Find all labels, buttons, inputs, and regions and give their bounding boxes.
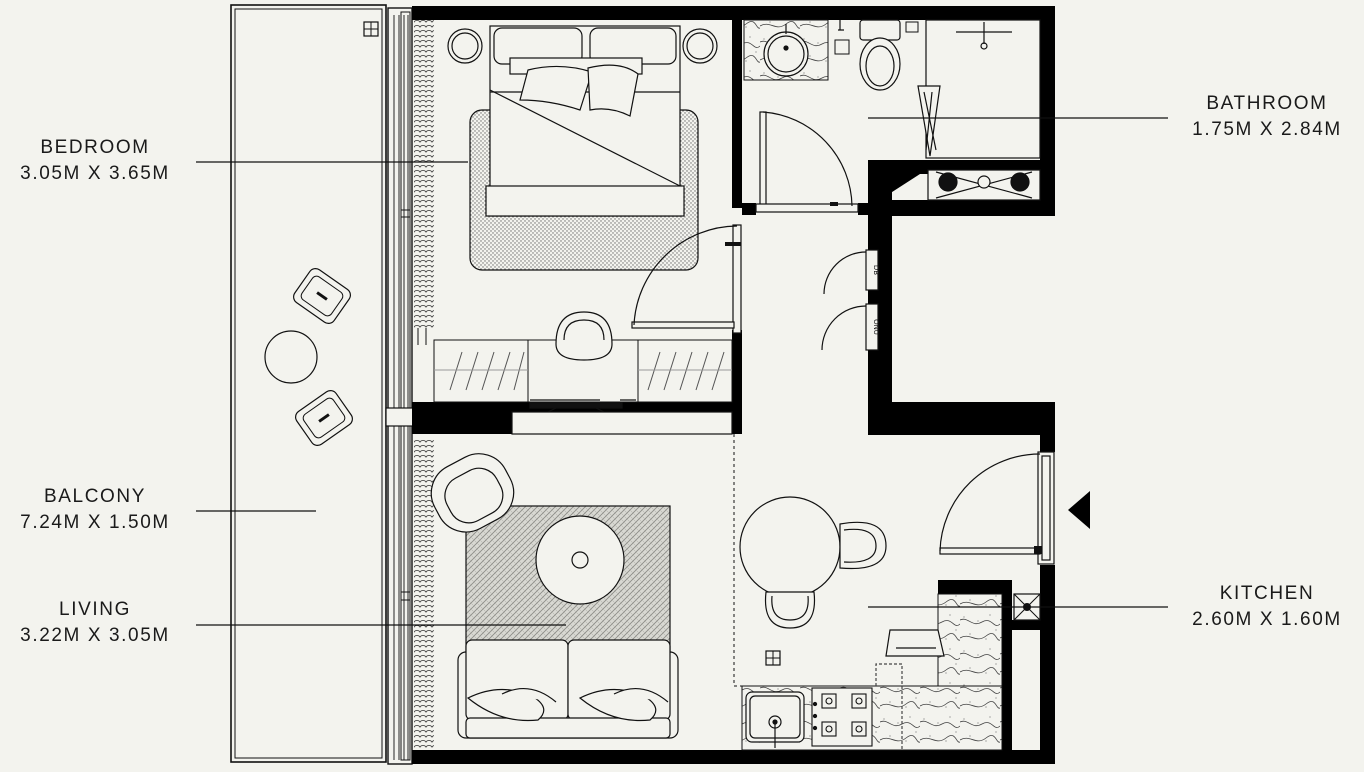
balcony-dimensions: 7.24M X 1.50M bbox=[20, 512, 170, 533]
bidet-spray bbox=[838, 20, 844, 31]
curtain bbox=[414, 18, 434, 760]
bath-wall-chamfer bbox=[872, 174, 920, 205]
shower bbox=[917, 19, 1041, 159]
bathroom-name: BATHROOM bbox=[1206, 93, 1328, 114]
double-bed bbox=[485, 25, 685, 217]
wash-basin bbox=[763, 24, 809, 77]
balcony-chair-bottom bbox=[295, 390, 353, 446]
coffee-table bbox=[535, 515, 625, 605]
dining-chair-bottom bbox=[764, 591, 816, 629]
entrance-arrow-icon bbox=[1068, 491, 1090, 529]
bathroom-dimensions: 1.75M X 2.84M bbox=[1192, 119, 1342, 140]
kitchen-dimensions: 2.60M X 1.60M bbox=[1192, 609, 1342, 630]
balcony-drain-icon bbox=[363, 21, 379, 37]
kitchen-label: KITCHEN 2.60M X 1.60M bbox=[1176, 581, 1358, 633]
bedroom-dimensions: 3.05M X 3.65M bbox=[20, 163, 170, 184]
balcony-label: BALCONY 7.24M X 1.50M bbox=[5, 484, 185, 536]
toilet bbox=[859, 19, 901, 91]
living-label: LIVING 3.22M X 3.05M bbox=[5, 597, 185, 649]
bedside-lamp-left bbox=[447, 28, 483, 64]
toilet-flush-button bbox=[834, 39, 850, 55]
bedside-lamp-right bbox=[682, 28, 718, 64]
living-area bbox=[430, 434, 938, 739]
entry-door[interactable] bbox=[939, 451, 1055, 565]
walls bbox=[412, 6, 1055, 764]
kitchen-name: KITCHEN bbox=[1219, 583, 1315, 604]
onu-tag: ONU bbox=[872, 319, 880, 335]
range-hood bbox=[885, 629, 945, 657]
bathroom-label: BATHROOM 1.75M X 2.84M bbox=[1176, 91, 1358, 143]
floor-drain-icon bbox=[765, 650, 781, 666]
db-tag: DB bbox=[872, 265, 880, 275]
sofa bbox=[457, 639, 679, 739]
leader-lines bbox=[196, 117, 1168, 626]
balcony-area bbox=[230, 4, 387, 763]
bedroom-area bbox=[433, 25, 742, 435]
dining-table bbox=[739, 496, 841, 598]
desk-chair bbox=[555, 311, 613, 361]
onu-cupboard: ONU bbox=[821, 303, 880, 351]
bedroom-door[interactable] bbox=[631, 224, 742, 334]
dining-chair-right bbox=[839, 521, 887, 570]
balcony-name: BALCONY bbox=[43, 486, 146, 507]
bathroom-door[interactable] bbox=[755, 111, 859, 213]
bedroom-label: BEDROOM 3.05M X 3.65M bbox=[5, 135, 185, 187]
bathroom-area bbox=[743, 19, 1041, 213]
washing-machine bbox=[927, 169, 1041, 201]
armchair bbox=[430, 453, 515, 533]
living-kitchen-boundary bbox=[733, 434, 938, 687]
living-name: LIVING bbox=[59, 599, 131, 620]
db-cupboard: DB bbox=[823, 249, 880, 295]
bedroom-name: BEDROOM bbox=[40, 137, 150, 158]
kitchen-area bbox=[739, 451, 1090, 751]
living-dimensions: 3.22M X 3.05M bbox=[20, 625, 170, 646]
balcony-table bbox=[264, 330, 318, 384]
cooktop bbox=[811, 687, 873, 747]
kitchen-sink bbox=[745, 691, 805, 748]
balcony-chair-top bbox=[293, 268, 351, 324]
tv-unit bbox=[511, 402, 733, 435]
